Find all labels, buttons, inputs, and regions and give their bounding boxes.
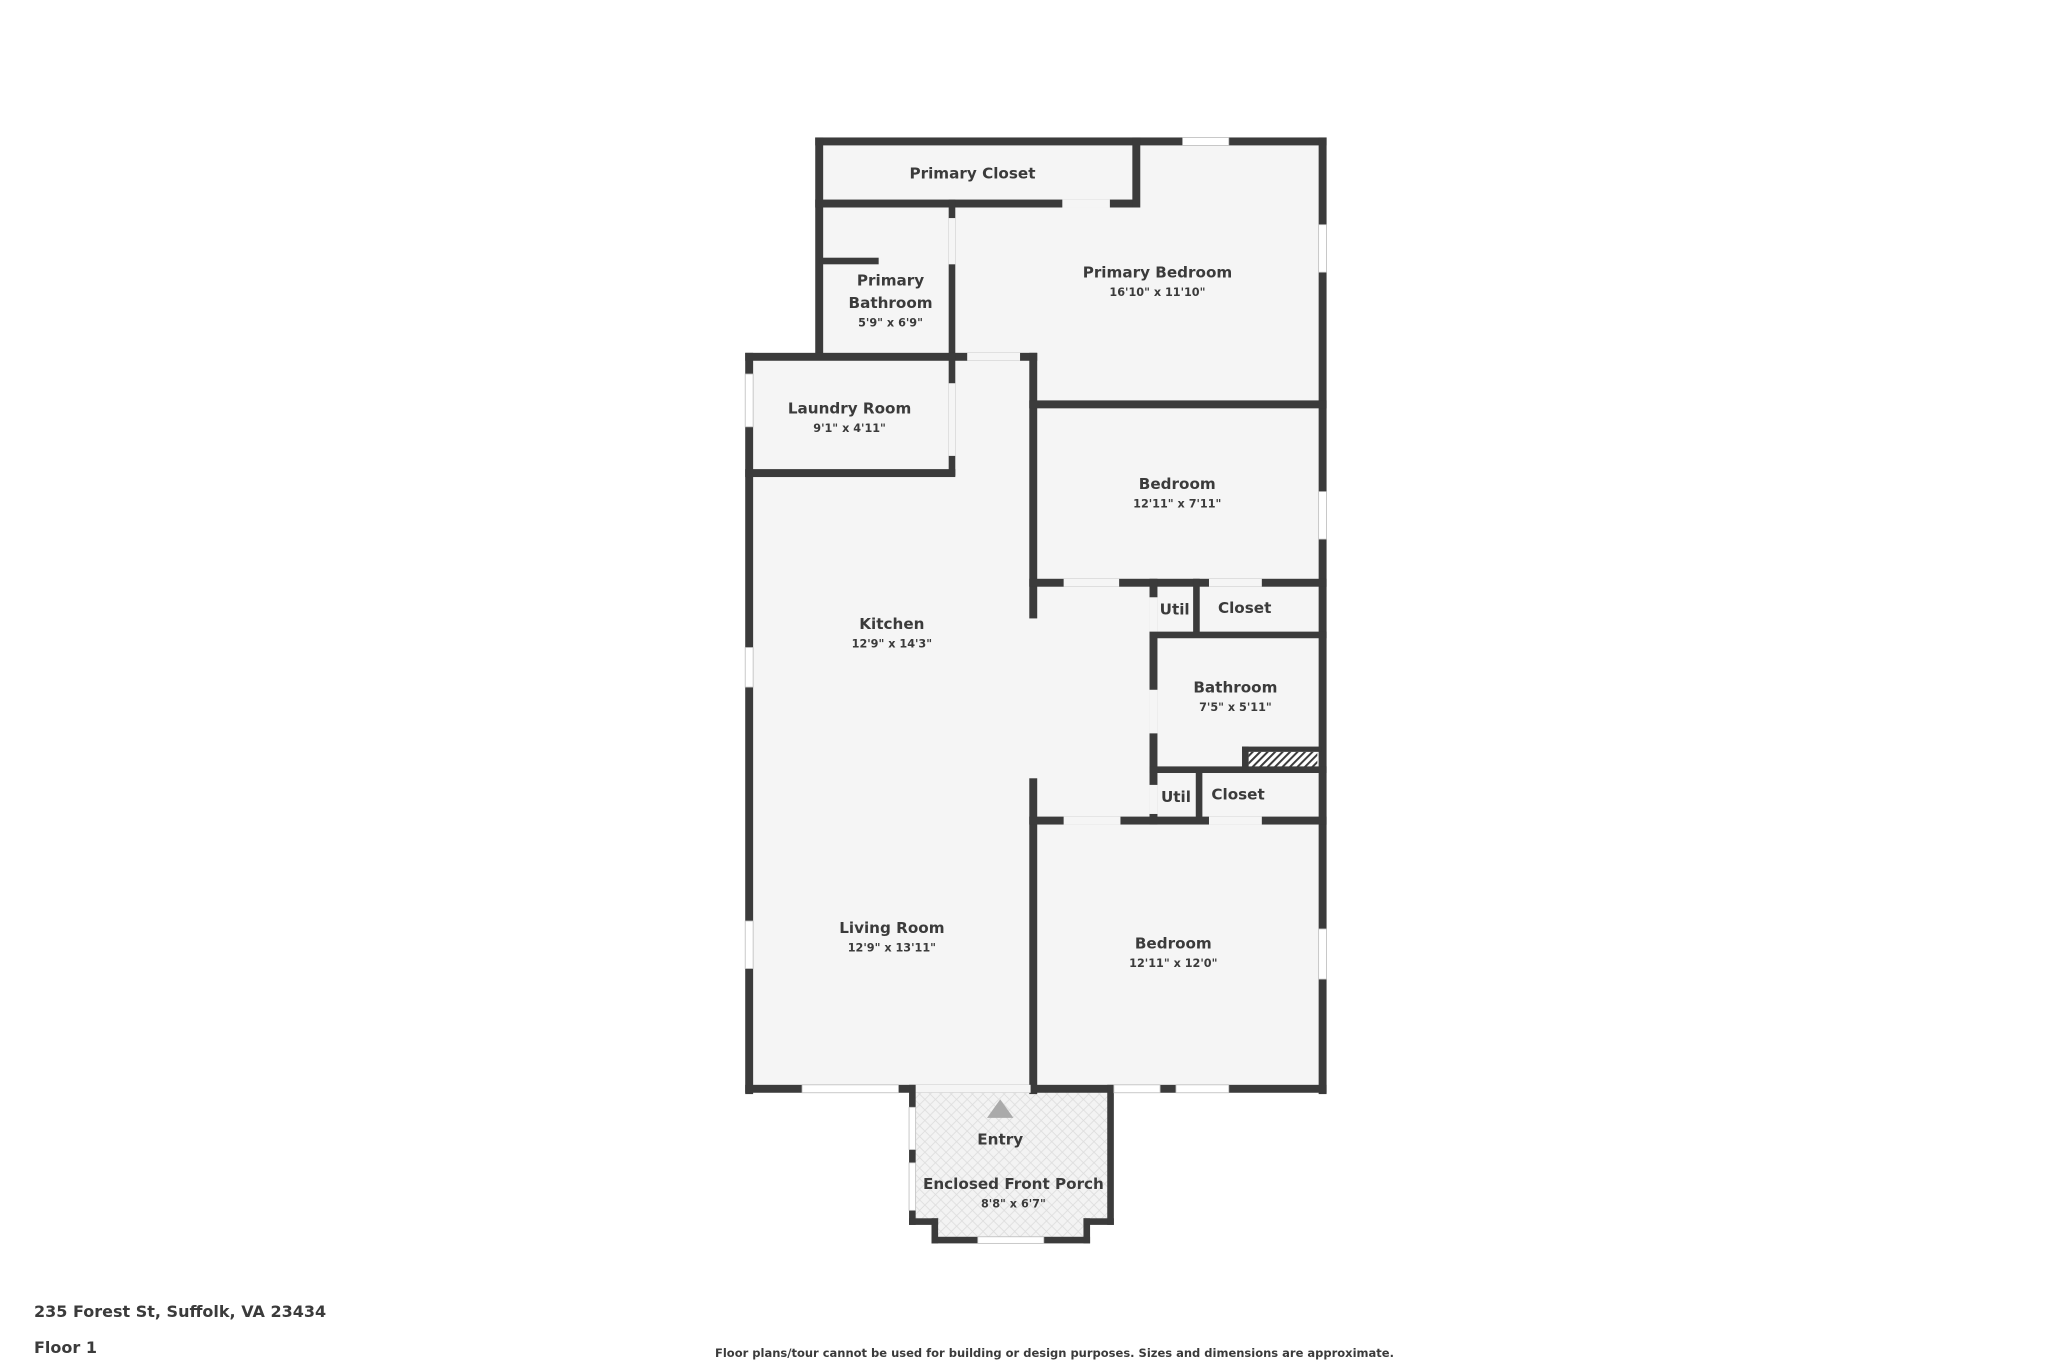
disclaimer: Floor plans/tour cannot be used for buil… [715,1346,1394,1360]
room-dims: 12'11" x 7'11" [1133,497,1221,510]
room-dims: 8'8" x 6'7" [981,1198,1046,1211]
room-dims: 16'10" x 11'10" [1109,286,1205,299]
room-name: Living Room [839,919,944,937]
room-name: Kitchen [859,615,924,633]
room-name: Primary Closet [909,164,1035,182]
windows-and-doors [744,137,1327,1244]
room-dims: 5'9" x 6'9" [858,316,923,329]
room-name: Primary [857,271,924,289]
room-dims: 12'9" x 13'11" [848,941,936,954]
floor-label: Floor 1 [34,1338,97,1357]
room-dims: 7'5" x 5'11" [1199,701,1272,714]
room-name: Entry [977,1130,1023,1148]
room-name: Bathroom [849,294,933,312]
room-name: Closet [1211,785,1264,803]
room-labels: Primary Closet Primary Bedroom 16'10" x … [788,164,1278,1210]
room-name: Util [1160,600,1190,618]
room-dims: 9'1" x 4'11" [813,422,886,435]
room-name: Bedroom [1139,475,1216,493]
address-label: 235 Forest St, Suffolk, VA 23434 [34,1302,327,1321]
room-name: Laundry Room [788,400,912,418]
room-name: Closet [1218,599,1271,617]
room-name: Bathroom [1193,678,1277,696]
room-dims: 12'11" x 12'0" [1129,957,1217,970]
room-name: Enclosed Front Porch [923,1175,1104,1193]
room-name: Util [1161,788,1191,806]
room-dims: 12'9" x 14'3" [852,637,932,650]
room-name: Primary Bedroom [1083,264,1233,282]
room-name: Bedroom [1135,935,1212,953]
entry-arrow-icon [987,1099,1014,1118]
